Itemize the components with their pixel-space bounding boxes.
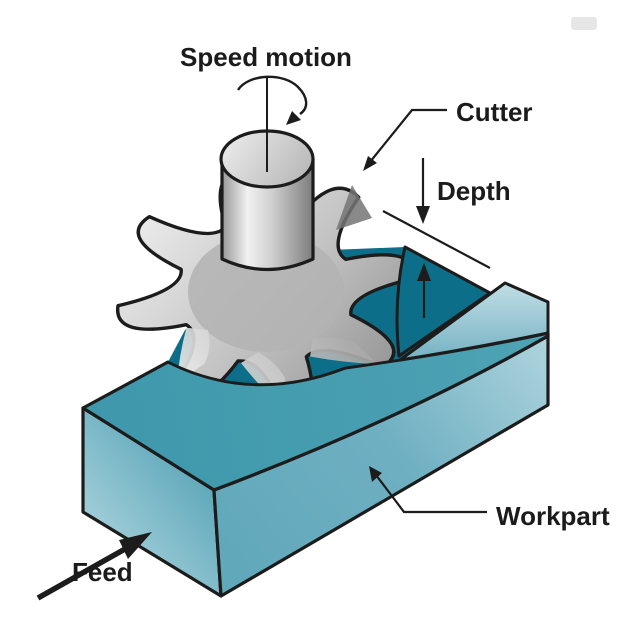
uncut-strip	[398, 281, 550, 362]
speed-motion-label: Speed motion	[180, 42, 352, 72]
cutter-tooth-facet	[336, 185, 372, 230]
cutter-tooth-scoop	[241, 352, 285, 385]
workpart-leader-arrow	[369, 466, 487, 514]
depth-up-arrow	[417, 263, 431, 318]
depth-reference-line	[382, 210, 491, 269]
depth-annotation	[382, 158, 491, 318]
cutter-tooth-scoop	[310, 337, 378, 365]
depth-label: Depth	[437, 176, 511, 206]
workpart-label: Workpart	[496, 501, 610, 531]
scan-smudge	[571, 17, 597, 30]
cutter-label: Cutter	[456, 97, 533, 127]
rotation-arrow-icon	[236, 75, 308, 125]
feed-arrow	[36, 532, 152, 601]
depth-down-arrow	[416, 158, 430, 224]
spindle-body	[220, 157, 315, 272]
cutter-leader-arrow	[363, 108, 447, 171]
feed-label: Feed	[72, 557, 133, 587]
